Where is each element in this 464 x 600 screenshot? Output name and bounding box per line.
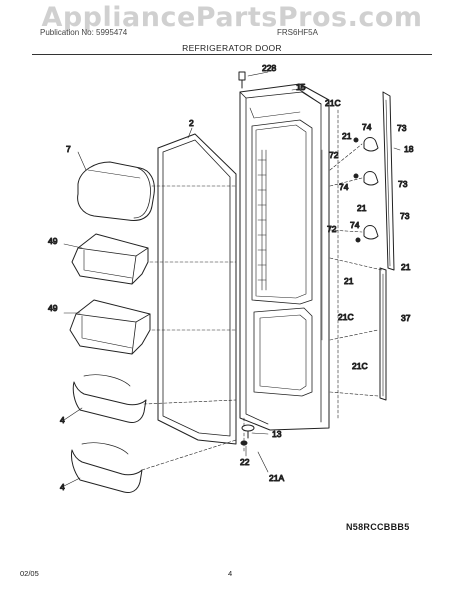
part-label-13: 13	[272, 429, 282, 439]
door-bin-middle	[69, 299, 151, 355]
part-label-15: 15	[296, 82, 306, 92]
part-label-21c-upper: 21C	[325, 98, 341, 108]
part-label-21a: 21A	[269, 473, 284, 483]
bottom-hinge-pin	[241, 424, 255, 439]
dairy-door-cover	[77, 161, 155, 221]
part-label-21-middle: 21	[357, 203, 367, 213]
section-title: REFRIGERATOR DOOR	[182, 43, 282, 53]
footer-page-number: 4	[228, 569, 233, 578]
door-shelf-lower-b	[71, 442, 143, 493]
part-label-21-upper: 21	[342, 131, 352, 141]
part-label-2: 2	[189, 118, 194, 128]
part-label-72-lower: 72	[327, 224, 337, 234]
header-rule	[32, 54, 432, 55]
door-bin-upper	[71, 233, 149, 285]
part-label-73-lower: 73	[400, 211, 410, 221]
watermark: AppliancePartsPros.com	[41, 2, 423, 33]
part-label-37: 37	[401, 313, 411, 323]
part-label-4-lower: 4	[60, 482, 65, 492]
hinge-bracket-set	[353, 137, 379, 243]
lower-trim-strip	[379, 267, 387, 401]
diagram-code: N58RCCBBB5	[346, 522, 410, 532]
door-shelf-lower-a	[72, 374, 147, 423]
part-label-74-upper: 74	[362, 122, 372, 132]
assembly-leader-lines	[141, 109, 383, 471]
part-label-21-right: 21	[401, 262, 411, 272]
footer-date: 02/05	[20, 569, 39, 578]
model-number: FRS6HF5A	[277, 28, 318, 37]
door-handle	[382, 91, 395, 271]
bottom-screw	[240, 440, 248, 446]
part-label-7: 7	[66, 144, 71, 154]
publication-number: Publication No: 5995474	[40, 28, 128, 37]
part-label-228: 228	[262, 63, 276, 73]
part-label-22: 22	[240, 457, 250, 467]
part-label-4-upper: 4	[60, 415, 65, 425]
part-label-21c-middle: 21C	[338, 312, 354, 322]
part-label-73-upper: 73	[397, 123, 407, 133]
door-gasket	[157, 133, 237, 445]
part-label-49-lower: 49	[48, 303, 58, 313]
part-label-73-middle: 73	[398, 179, 408, 189]
part-label-74-lower: 74	[350, 220, 360, 230]
label-leaders	[63, 71, 401, 487]
door-panel	[239, 83, 330, 431]
part-label-49-upper: 49	[48, 236, 58, 246]
top-screw	[238, 71, 246, 89]
part-label-18: 18	[404, 144, 414, 154]
part-label-74-middle: 74	[339, 182, 349, 192]
part-label-21-lower: 21	[344, 276, 354, 286]
part-label-21c-lower: 21C	[352, 361, 368, 371]
part-label-72-upper: 72	[329, 150, 339, 160]
